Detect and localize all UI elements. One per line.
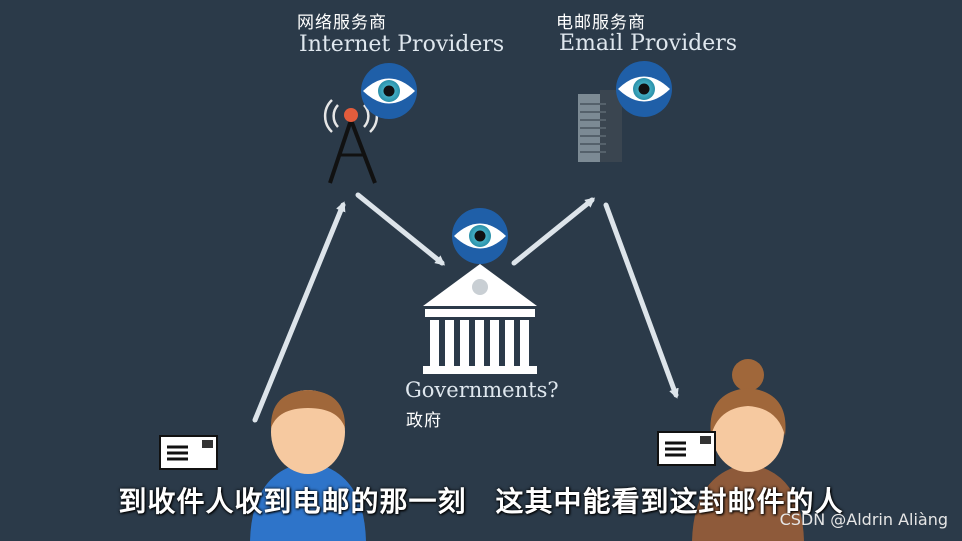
eye-icon-email (616, 61, 672, 117)
flow-arrows (252, 192, 679, 423)
government-building-icon (423, 264, 537, 374)
watermark: CSDN @Aldrin Aliàng (779, 510, 948, 529)
radio-tower-icon (323, 99, 379, 184)
government-label-english: Governments? (405, 378, 559, 402)
arrow-email-to-recipient (603, 202, 679, 399)
email-label-chinese: 电邮服务商 (556, 13, 646, 33)
email-label-english: Email Providers (559, 31, 738, 56)
arrow-sender-to-isp (252, 201, 346, 423)
eye-icon-government (452, 208, 508, 264)
video-subtitle: 到收件人收到电邮的那一刻 这其中能看到这封邮件的人 (118, 485, 844, 518)
recipient-person-icon (692, 359, 804, 541)
eye-icon-isp (361, 63, 417, 119)
isp-label-chinese: 网络服务商 (297, 13, 387, 33)
envelope-icon-recipient (657, 431, 716, 466)
government-label-chinese: 政府 (406, 411, 442, 431)
server-icon (578, 90, 622, 162)
arrow-isp-to-government (355, 192, 446, 266)
envelope-icon-sender (159, 435, 218, 470)
sender-person-icon (250, 390, 366, 541)
arrow-government-to-email (511, 197, 596, 266)
isp-label-english: Internet Providers (299, 32, 505, 57)
